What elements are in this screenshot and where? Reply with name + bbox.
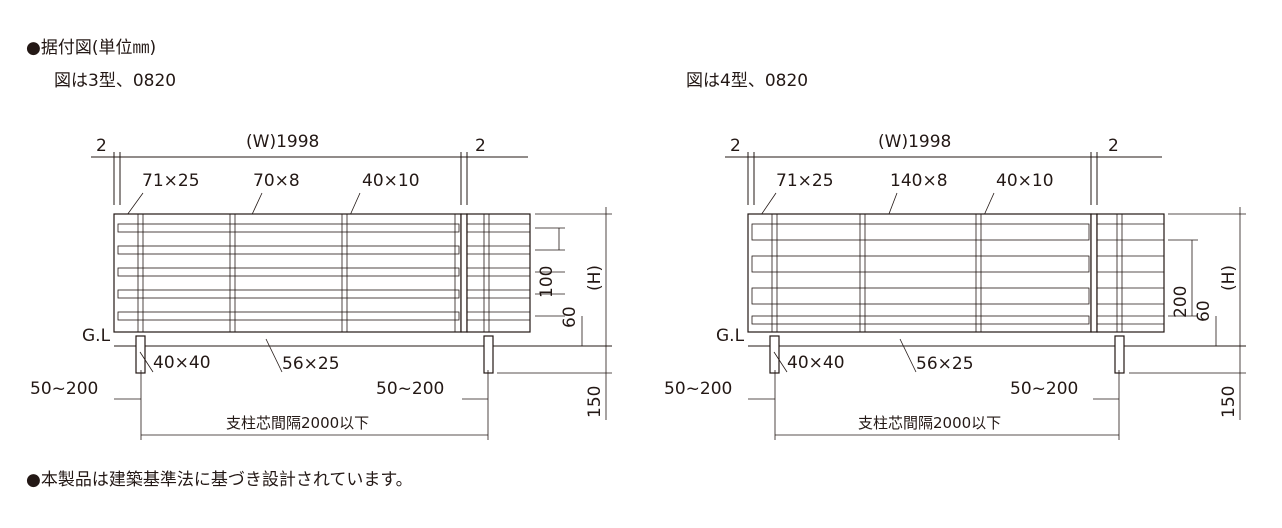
width-label: (W)1998	[878, 132, 951, 152]
fence-rails	[137, 214, 490, 332]
fence-slats	[751, 223, 1164, 325]
slat-size-label: 70×8	[253, 171, 300, 191]
fence-slats	[117, 223, 530, 321]
gap-right-label: 2	[475, 136, 486, 156]
pitch-label: 200	[1171, 286, 1191, 318]
height-label: (H)	[585, 265, 605, 291]
post-spacing-label: 支柱芯間隔2000以下	[858, 414, 1001, 432]
diagram-caption: 図は4型、0820	[686, 71, 808, 91]
diagram-type-3: 図は3型、0820 2 (W)1998 2 71×25 70×8 40×10	[30, 71, 612, 440]
drawing-title: ●据付図(単位㎜)	[26, 38, 156, 58]
embed-depth-label: 150	[1219, 386, 1239, 418]
bottom-gap-label: 60	[560, 306, 580, 328]
post-spacing-label: 支柱芯間隔2000以下	[226, 414, 369, 432]
height-label: (H)	[1219, 265, 1239, 291]
diagram-type-4: 図は4型、0820 2 (W)1998 2 71×25 140×8 40×10	[664, 71, 1246, 440]
overhang-left-label: 50~200	[664, 379, 732, 399]
fence-rails	[771, 214, 1123, 332]
gap-left-label: 2	[730, 136, 741, 156]
ground-label: G.L	[716, 326, 745, 346]
bottom-gap-label: 60	[1194, 300, 1214, 322]
overhang-right-label: 50~200	[1010, 379, 1078, 399]
pitch-label: 100	[537, 266, 557, 298]
width-label: (W)1998	[246, 132, 319, 152]
base-size-label: 56×25	[282, 354, 340, 374]
gap-left-label: 2	[96, 136, 107, 156]
slat-size-label: 140×8	[890, 171, 948, 191]
diagram-caption: 図は3型、0820	[54, 71, 176, 91]
embed-depth-label: 150	[585, 386, 605, 418]
ground-label: G.L	[82, 326, 111, 346]
post-size-label: 71×25	[142, 171, 200, 191]
gap-right-label: 2	[1108, 136, 1119, 156]
rail-size-label: 40×10	[362, 171, 420, 191]
base-size-label: 56×25	[916, 354, 974, 374]
overhang-right-label: 50~200	[376, 379, 444, 399]
rail-size-label: 40×10	[996, 171, 1054, 191]
compliance-note: ●本製品は建築基準法に基づき設計されています。	[26, 470, 413, 490]
overhang-left-label: 50~200	[30, 379, 98, 399]
post-size-label: 71×25	[776, 171, 834, 191]
foot-size-label: 40×40	[787, 353, 845, 373]
foot-size-label: 40×40	[153, 353, 211, 373]
